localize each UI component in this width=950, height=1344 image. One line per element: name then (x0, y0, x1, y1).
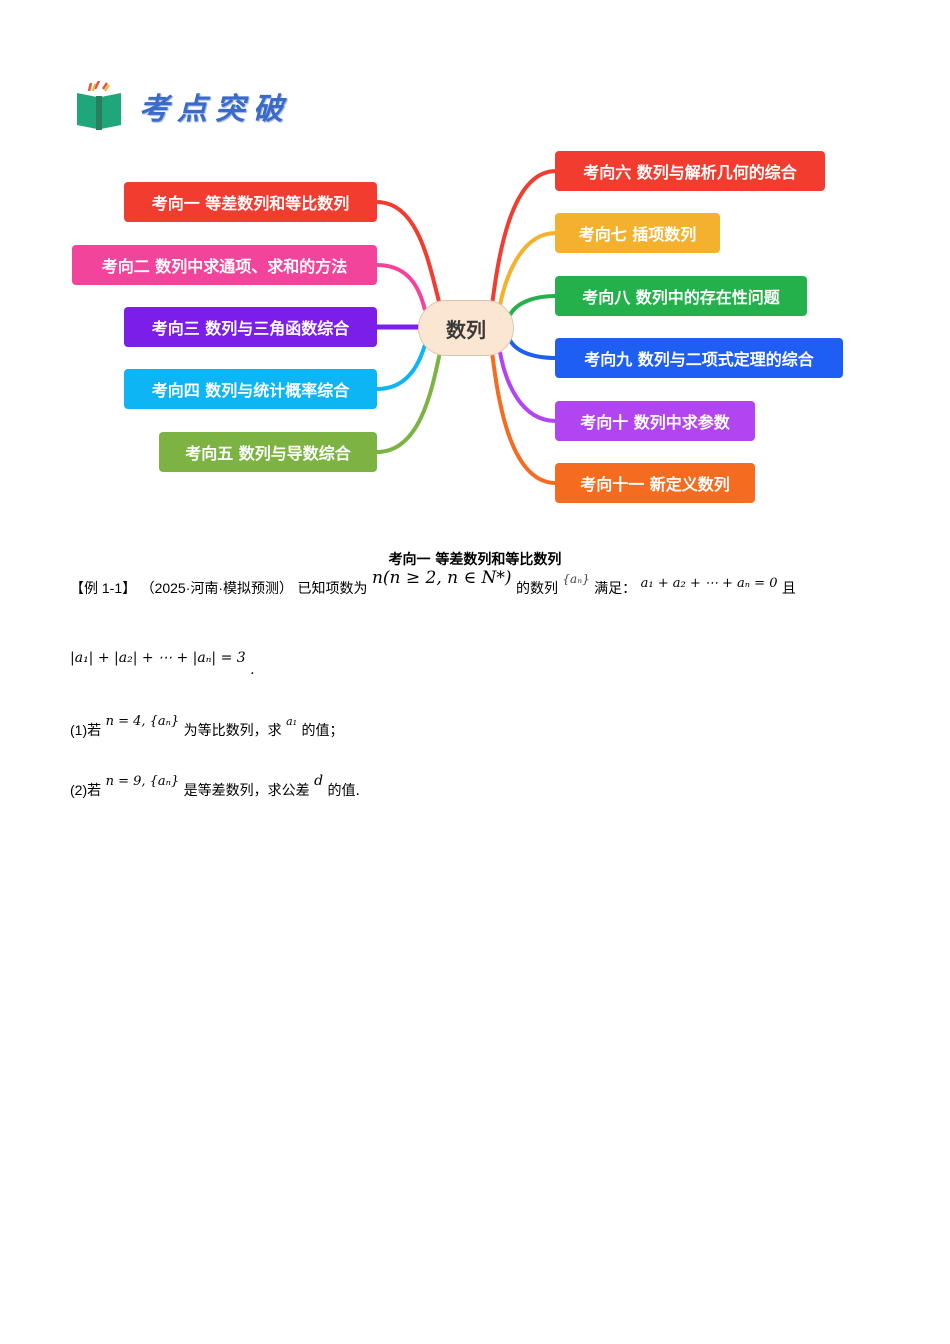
mindmap-center-node: 数列 (418, 300, 514, 356)
mindmap-node-topic-5: 考向五 数列与导数综合 (159, 432, 377, 472)
mindmap-node-topic-6: 考向六 数列与解析几何的综合 (555, 151, 825, 191)
node-label: 考向六 数列与解析几何的综合 (583, 163, 797, 182)
condition-n: n(n ≥ 2, n ∈ N*) (371, 568, 512, 588)
text-satisfy: 满足： (594, 581, 637, 597)
question-1-text: 为等比数列，求 (183, 723, 282, 739)
question-2-text: 是等差数列，求公差 (183, 783, 310, 799)
node-label: 考向八 数列中的存在性问题 (582, 288, 780, 307)
mindmap-node-topic-8: 考向八 数列中的存在性问题 (555, 276, 807, 316)
example-tag: 【例 1-1】 (70, 580, 137, 596)
node-label: 考向四 数列与统计概率综合 (151, 381, 350, 400)
node-label: 考向一 等差数列和等比数列 (151, 194, 350, 213)
node-label: 考向九 数列与二项式定理的综合 (584, 350, 814, 369)
mindmap-node-topic-2: 考向二 数列中求通项、求和的方法 (72, 245, 377, 285)
mindmap-node-topic-9: 考向九 数列与二项式定理的综合 (555, 338, 843, 378)
mindmap-node-topic-4: 考向四 数列与统计概率综合 (124, 369, 377, 409)
mindmap-connectors (376, 169, 557, 485)
mindmap-node-topic-1: 考向一 等差数列和等比数列 (124, 182, 377, 222)
node-label: 考向三 数列与三角函数综合 (151, 319, 350, 338)
node-label: 考向五 数列与导数综合 (185, 444, 351, 463)
section-title: 考向一 等差数列和等比数列 (388, 552, 562, 568)
question-1-condition: n = 4, {aₙ} (105, 714, 180, 729)
question-2-label: (2)若 (70, 782, 102, 798)
mindmap-node-topic-7: 考向七 插项数列 (555, 213, 720, 253)
mindmap-node-topic-11: 考向十一 新定义数列 (555, 463, 755, 503)
header-title: 考点突破 (139, 92, 291, 127)
equation-sum: a₁ + a₂ + ⋯ + aₙ = 0 (640, 576, 778, 591)
node-label: 考向十 数列中求参数 (580, 413, 730, 432)
text-sequence: 的数列 (515, 581, 558, 597)
question-1: (1)若 n = 4, {aₙ} 为等比数列，求 a₁ 的值； (70, 714, 344, 740)
question-2: (2)若 n = 9, {aₙ} 是等差数列，求公差 d 的值. (70, 773, 360, 800)
node-label: 考向二 数列中求通项、求和的方法 (101, 257, 348, 276)
example-intro: 已知项数为 (297, 581, 368, 597)
period: . (250, 662, 255, 678)
question-1-label: (1)若 (70, 722, 102, 738)
sequence-symbol: {aₙ} (562, 572, 590, 586)
equation-abs-sum: |a₁| + |a₂| + ⋯ + |aₙ| = 3 (70, 650, 246, 666)
question-2-condition: n = 9, {aₙ} (105, 774, 180, 789)
example-statement: 【例 1-1】 （2025·河南·模拟预测） 已知项数为 n(n ≥ 2, n … (70, 568, 796, 598)
node-label: 考向十一 新定义数列 (580, 475, 730, 494)
node-label: 考向七 插项数列 (578, 225, 697, 244)
mindmap-node-topic-10: 考向十 数列中求参数 (555, 401, 755, 441)
question-2-end: 的值. (327, 783, 360, 799)
example-source: （2025·河南·模拟预测） (140, 580, 294, 596)
question-2-variable: d (314, 773, 324, 789)
question-1-variable: a₁ (286, 715, 298, 728)
text-and: 且 (781, 581, 796, 597)
header-logo: 考点突破 (75, 80, 291, 132)
mindmap: 考向一 等差数列和等比数列 考向二 数列中求通项、求和的方法 考向三 数列与三角… (0, 0, 950, 520)
mindmap-node-topic-3: 考向三 数列与三角函数综合 (124, 307, 377, 347)
center-label: 数列 (446, 317, 486, 342)
question-1-end: 的值； (301, 723, 344, 739)
book-icon (75, 81, 123, 131)
equation-abs-sum-line: |a₁| + |a₂| + ⋯ + |aₙ| = 3 . (70, 650, 255, 678)
